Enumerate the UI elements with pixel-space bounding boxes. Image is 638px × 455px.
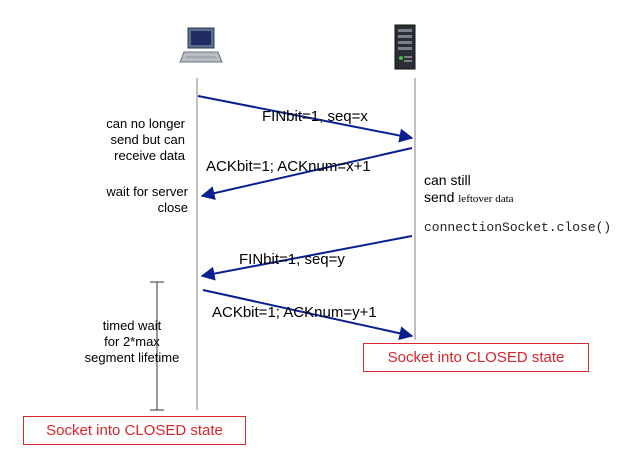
fin-server-label: FINbit=1, seq=y: [239, 251, 345, 268]
timed-wait-bracket: [150, 281, 164, 411]
server-note-leftover: leftover data: [458, 193, 514, 205]
fin-client-arrow: [197, 95, 414, 143]
client-note-line: for 2*max: [104, 334, 160, 349]
server-closed-state-text: Socket into CLOSED state: [387, 348, 565, 366]
server-note-line: can still: [424, 172, 471, 188]
client-note-line: timed wait: [102, 318, 162, 333]
client-note-timed-wait: timed wait for 2*max segment lifetime: [70, 318, 194, 366]
client-closed-state-text: Socket into CLOSED state: [46, 421, 223, 439]
client-note-line: close: [157, 200, 188, 215]
server-note-line: send leftover data: [424, 189, 514, 208]
client-note-line: segment lifetime: [84, 350, 180, 365]
client-note-line: wait for server: [106, 184, 188, 199]
fin-server-arrow: [200, 235, 413, 281]
ack-server-arrow: [200, 147, 413, 201]
client-note-no-send: can no longer send but can receive data: [106, 116, 185, 164]
close-call-label: connectionSocket.close(): [424, 220, 612, 235]
client-closed-state-box: Socket into CLOSED state: [23, 416, 246, 445]
client-note-line: send but can: [110, 132, 185, 147]
server-note-send-word: send: [424, 189, 455, 205]
fin-client-label: FINbit=1, seq=x: [262, 108, 368, 125]
ack-client-label: ACKbit=1; ACKnum=y+1: [212, 304, 377, 321]
server-tower-icon: [394, 24, 416, 70]
client-note-wait: wait for server close: [106, 184, 188, 216]
client-note-line: receive data: [114, 148, 185, 163]
client-note-line: can no longer: [106, 116, 185, 131]
server-closed-state-box: Socket into CLOSED state: [363, 343, 589, 372]
ack-server-label: ACKbit=1; ACKnum=x+1: [206, 158, 371, 175]
server-note-still-send: can still send leftover data: [424, 172, 514, 208]
ack-client-arrow: [202, 289, 414, 341]
desktop-computer-icon: [179, 27, 223, 63]
